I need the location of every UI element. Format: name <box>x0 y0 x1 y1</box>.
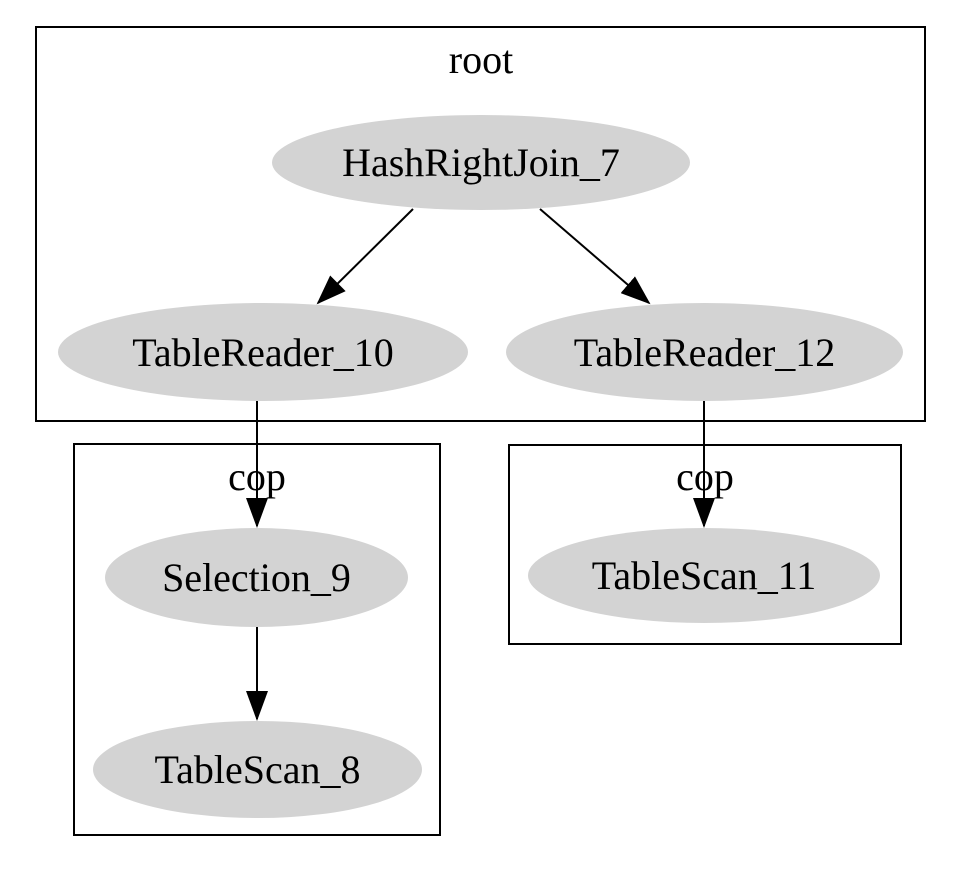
node-selection-9-label: Selection_9 <box>162 555 351 600</box>
node-tablereader-10: TableReader_10 <box>58 303 468 401</box>
cluster-cop-left-label: cop <box>228 454 286 499</box>
node-tablescan-11-label: TableScan_11 <box>591 553 817 598</box>
node-tablereader-12: TableReader_12 <box>506 303 903 401</box>
node-tablescan-8: TableScan_8 <box>93 721 422 818</box>
node-selection-9: Selection_9 <box>105 528 408 627</box>
cluster-root-box <box>35 26 926 422</box>
node-hashrightjoin-7-label: HashRightJoin_7 <box>342 140 620 185</box>
cluster-root-label: root <box>448 37 514 82</box>
node-tablescan-8-label: TableScan_8 <box>154 747 361 792</box>
node-tablereader-10-label: TableReader_10 <box>132 329 394 375</box>
node-tablereader-12-label: TableReader_12 <box>573 329 836 375</box>
cluster-cop-right-label: cop <box>676 454 734 499</box>
node-tablescan-11: TableScan_11 <box>528 528 880 623</box>
node-hashrightjoin-7: HashRightJoin_7 <box>272 115 690 210</box>
cluster-cop-right-box <box>508 444 902 645</box>
